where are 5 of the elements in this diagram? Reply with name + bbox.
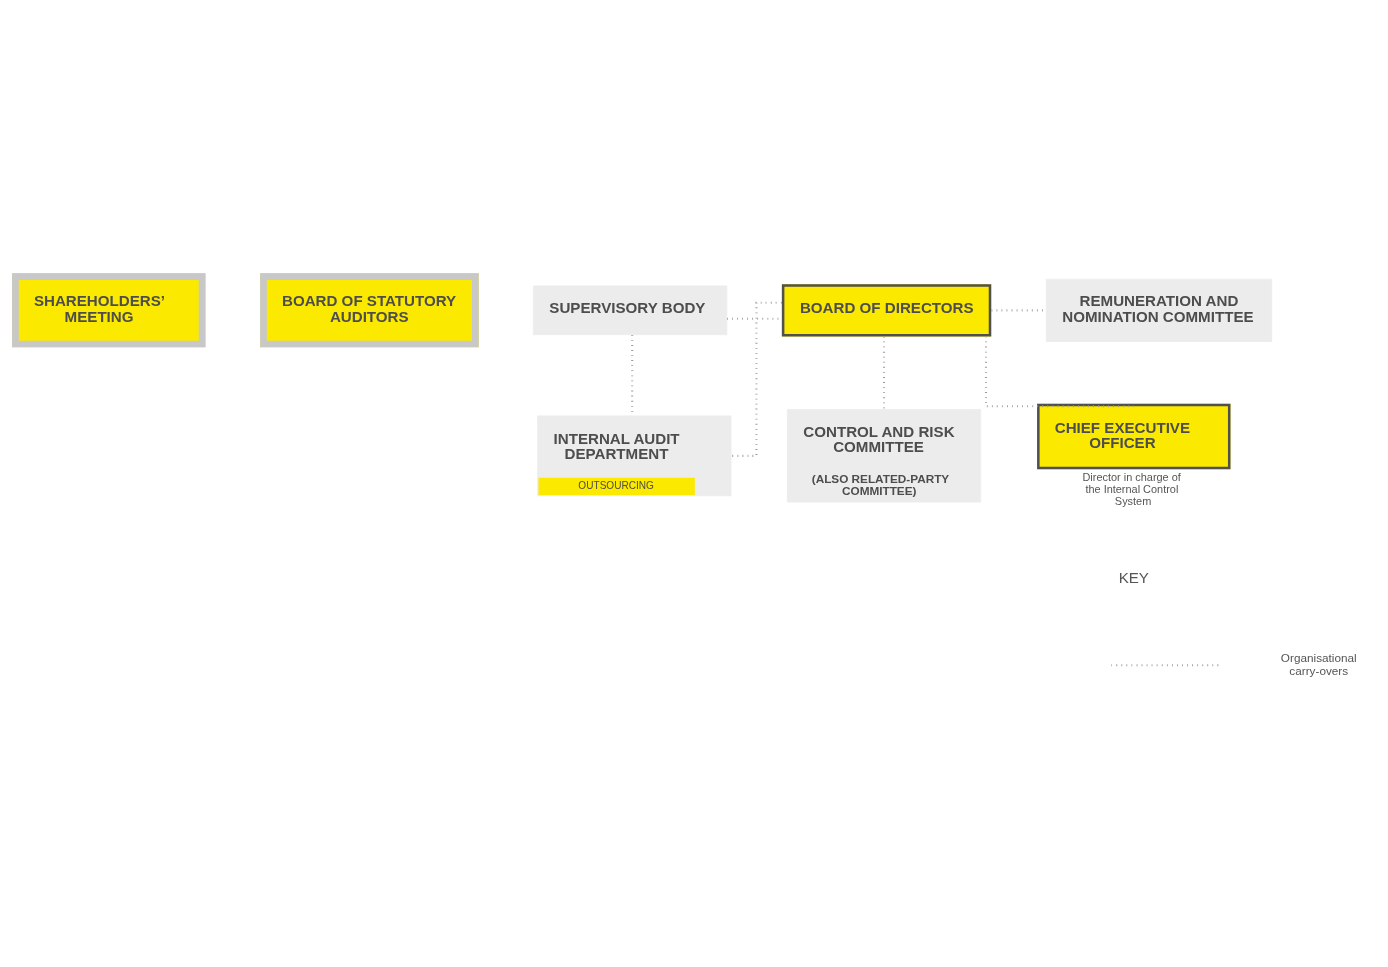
legend-label: Organisational carry-overs bbox=[1280, 650, 1357, 677]
node-label: Director in charge of the Internal Control System bbox=[1082, 470, 1181, 507]
connector bbox=[731, 301, 782, 457]
label: KEY bbox=[1118, 568, 1149, 586]
node-text: REMUNERATION AND NOMINATION COMMITTEE bbox=[1062, 291, 1254, 325]
